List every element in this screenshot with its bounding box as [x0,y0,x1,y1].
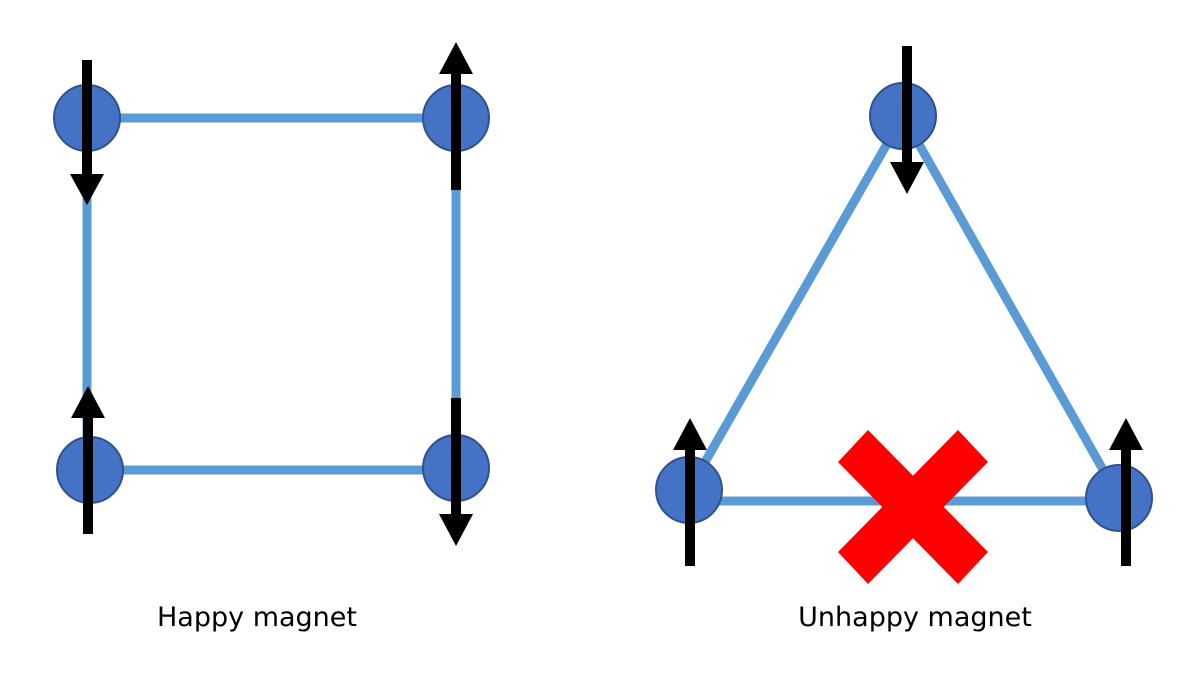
spin-down-arrow-icon [70,60,104,205]
unhappy-magnet-caption: Unhappy magnet [798,602,1032,633]
spin-up-arrow-icon [673,418,707,566]
triangle-lattice [655,46,1153,584]
square-sites [53,84,490,504]
spin-down-arrow-icon [890,46,924,194]
spin-down-arrow-icon [439,398,473,546]
red-x-icon [838,430,988,584]
bond-left-side [685,113,907,493]
square-spins [70,42,473,546]
spin-up-arrow-icon [439,42,473,190]
happy-magnet-caption: Happy magnet [157,602,357,633]
spin-up-arrow-icon [1109,418,1143,566]
site-bottom-right [1085,464,1153,532]
bond-right-side [899,113,1123,501]
square-lattice [53,42,490,546]
triangle-spins [673,46,1143,566]
spin-up-arrow-icon [71,386,105,534]
square-bonds [82,113,461,475]
